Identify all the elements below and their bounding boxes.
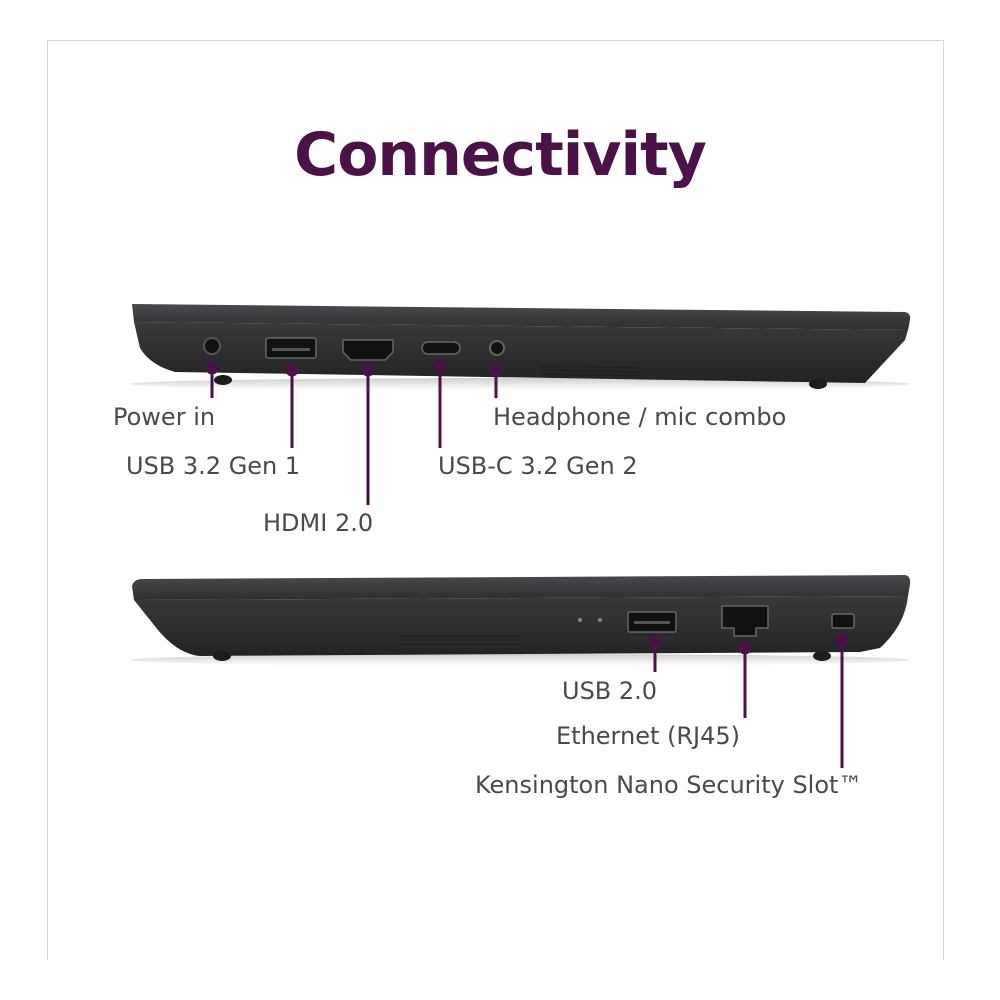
audio-jack-icon xyxy=(489,340,505,356)
left-callouts xyxy=(205,359,503,505)
ethernet-port-icon xyxy=(721,605,769,637)
vent-grille xyxy=(539,365,641,377)
laptop-lid xyxy=(132,575,911,600)
image-frame xyxy=(47,40,944,960)
usb-c-port-icon xyxy=(421,341,461,355)
laptop-right-side xyxy=(130,575,911,666)
vent-grille xyxy=(400,635,520,645)
laptop-shadow xyxy=(130,654,910,666)
label-usb-32-gen1: USB 3.2 Gen 1 xyxy=(126,452,301,480)
power-port-icon xyxy=(203,337,221,355)
laptop-foot xyxy=(813,651,831,661)
indicator-led xyxy=(578,618,582,622)
label-headphone-mic: Headphone / mic combo xyxy=(493,403,787,431)
indicator-led xyxy=(598,618,602,622)
label-kensington: Kensington Nano Security Slot™ xyxy=(475,771,863,799)
laptop-foot xyxy=(213,651,231,661)
laptop-foot xyxy=(809,379,827,389)
label-power-in: Power in xyxy=(113,403,216,431)
label-ethernet: Ethernet (RJ45) xyxy=(556,722,741,750)
laptop-left-side xyxy=(130,304,911,390)
hdmi-port-icon xyxy=(342,339,394,361)
page-title: Connectivity xyxy=(294,120,707,190)
lock-slot-icon xyxy=(831,613,855,629)
laptop-base xyxy=(134,322,908,383)
laptop-foot xyxy=(214,375,232,385)
laptop-lid xyxy=(132,304,911,330)
label-hdmi-20: HDMI 2.0 xyxy=(263,509,374,537)
label-usb-20: USB 2.0 xyxy=(562,677,658,705)
right-callouts xyxy=(648,633,849,768)
label-usb-c-32-gen2: USB-C 3.2 Gen 2 xyxy=(438,452,638,480)
laptop-shadow xyxy=(130,378,910,390)
laptop-base xyxy=(134,596,908,656)
